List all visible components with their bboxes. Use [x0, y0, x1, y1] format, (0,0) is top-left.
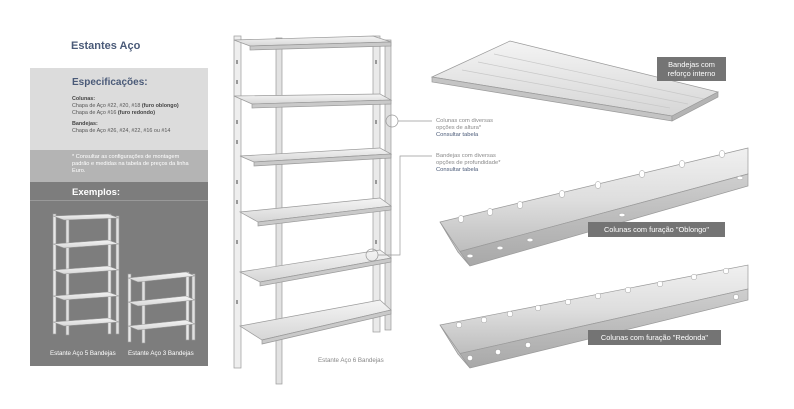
depth-table-link[interactable]: Consultar tabela [436, 167, 479, 173]
tray-reinforce-callout: Bandejas com reforço interno [657, 57, 726, 81]
caption-5-shelves: Estante Aço 5 Bandejas [50, 350, 116, 357]
trays-line: Chapa de Aço #26, #24, #22, #16 ou #14 [72, 128, 171, 134]
examples-divider [30, 200, 208, 201]
depth-note-line-2: opções de profundidade* [436, 160, 501, 166]
main-unit-caption: Estante Aço 6 Bandejas [318, 357, 384, 364]
main-6-shelf-unit [233, 35, 393, 385]
height-note-line-1: Colunas com diversas [436, 118, 494, 124]
configuration-note: * Consultar as configurações de montagem… [30, 150, 208, 182]
example-3-shelf-unit [127, 271, 197, 344]
page-title: Estantes Aço [71, 40, 141, 52]
specifications-panel: Especificações: Colunas: Chapa de Aço #2… [30, 68, 208, 150]
columns-line-1-text: Chapa de Aço #22, #20, #18 [72, 103, 142, 109]
round-column [439, 264, 749, 369]
columns-label: Colunas: [72, 96, 96, 102]
depth-note: Bandejas com diversas opções de profundi… [436, 153, 500, 174]
columns-line-1: Chapa de Aço #22, #20, #18 (furo oblongo… [72, 103, 198, 110]
height-table-link[interactable]: Consultar tabela [436, 132, 479, 138]
depth-callout-leader [365, 155, 432, 262]
depth-note-line-1: Bandejas com diversas [436, 153, 496, 159]
columns-line-2-bold: (furo redondo) [117, 110, 155, 116]
tray-reinforce-line-1: Bandejas com [668, 60, 715, 69]
reinforced-tray [430, 40, 719, 122]
height-callout-leader [385, 114, 432, 128]
oblong-callout: Colunas com furação "Oblongo" [588, 222, 725, 237]
caption-3-shelves: Estante Aço 3 Bandejas [128, 350, 194, 357]
example-5-shelf-unit [52, 213, 120, 336]
columns-spec: Colunas: Chapa de Aço #22, #20, #18 (fur… [72, 96, 198, 117]
examples-heading: Exemplos: [72, 187, 121, 198]
round-callout: Colunas com furação "Redonda" [588, 330, 721, 345]
height-note-line-2: opções de altura* [436, 125, 482, 131]
trays-spec: Bandejas: Chapa de Aço #26, #24, #22, #1… [72, 121, 198, 135]
columns-line-1-bold: (furo oblongo) [141, 103, 179, 109]
columns-line-2: Chapa de Aço #16 (furo redondo) [72, 110, 198, 117]
columns-line-2-text: Chapa de Aço #16 [72, 110, 118, 116]
specifications-heading: Especificações: [72, 77, 148, 88]
trays-label: Bandejas: [72, 121, 98, 127]
tray-reinforce-line-2: reforço interno [667, 69, 716, 78]
oblong-column [439, 147, 749, 267]
height-note: Colunas com diversas opções de altura* C… [436, 118, 493, 139]
